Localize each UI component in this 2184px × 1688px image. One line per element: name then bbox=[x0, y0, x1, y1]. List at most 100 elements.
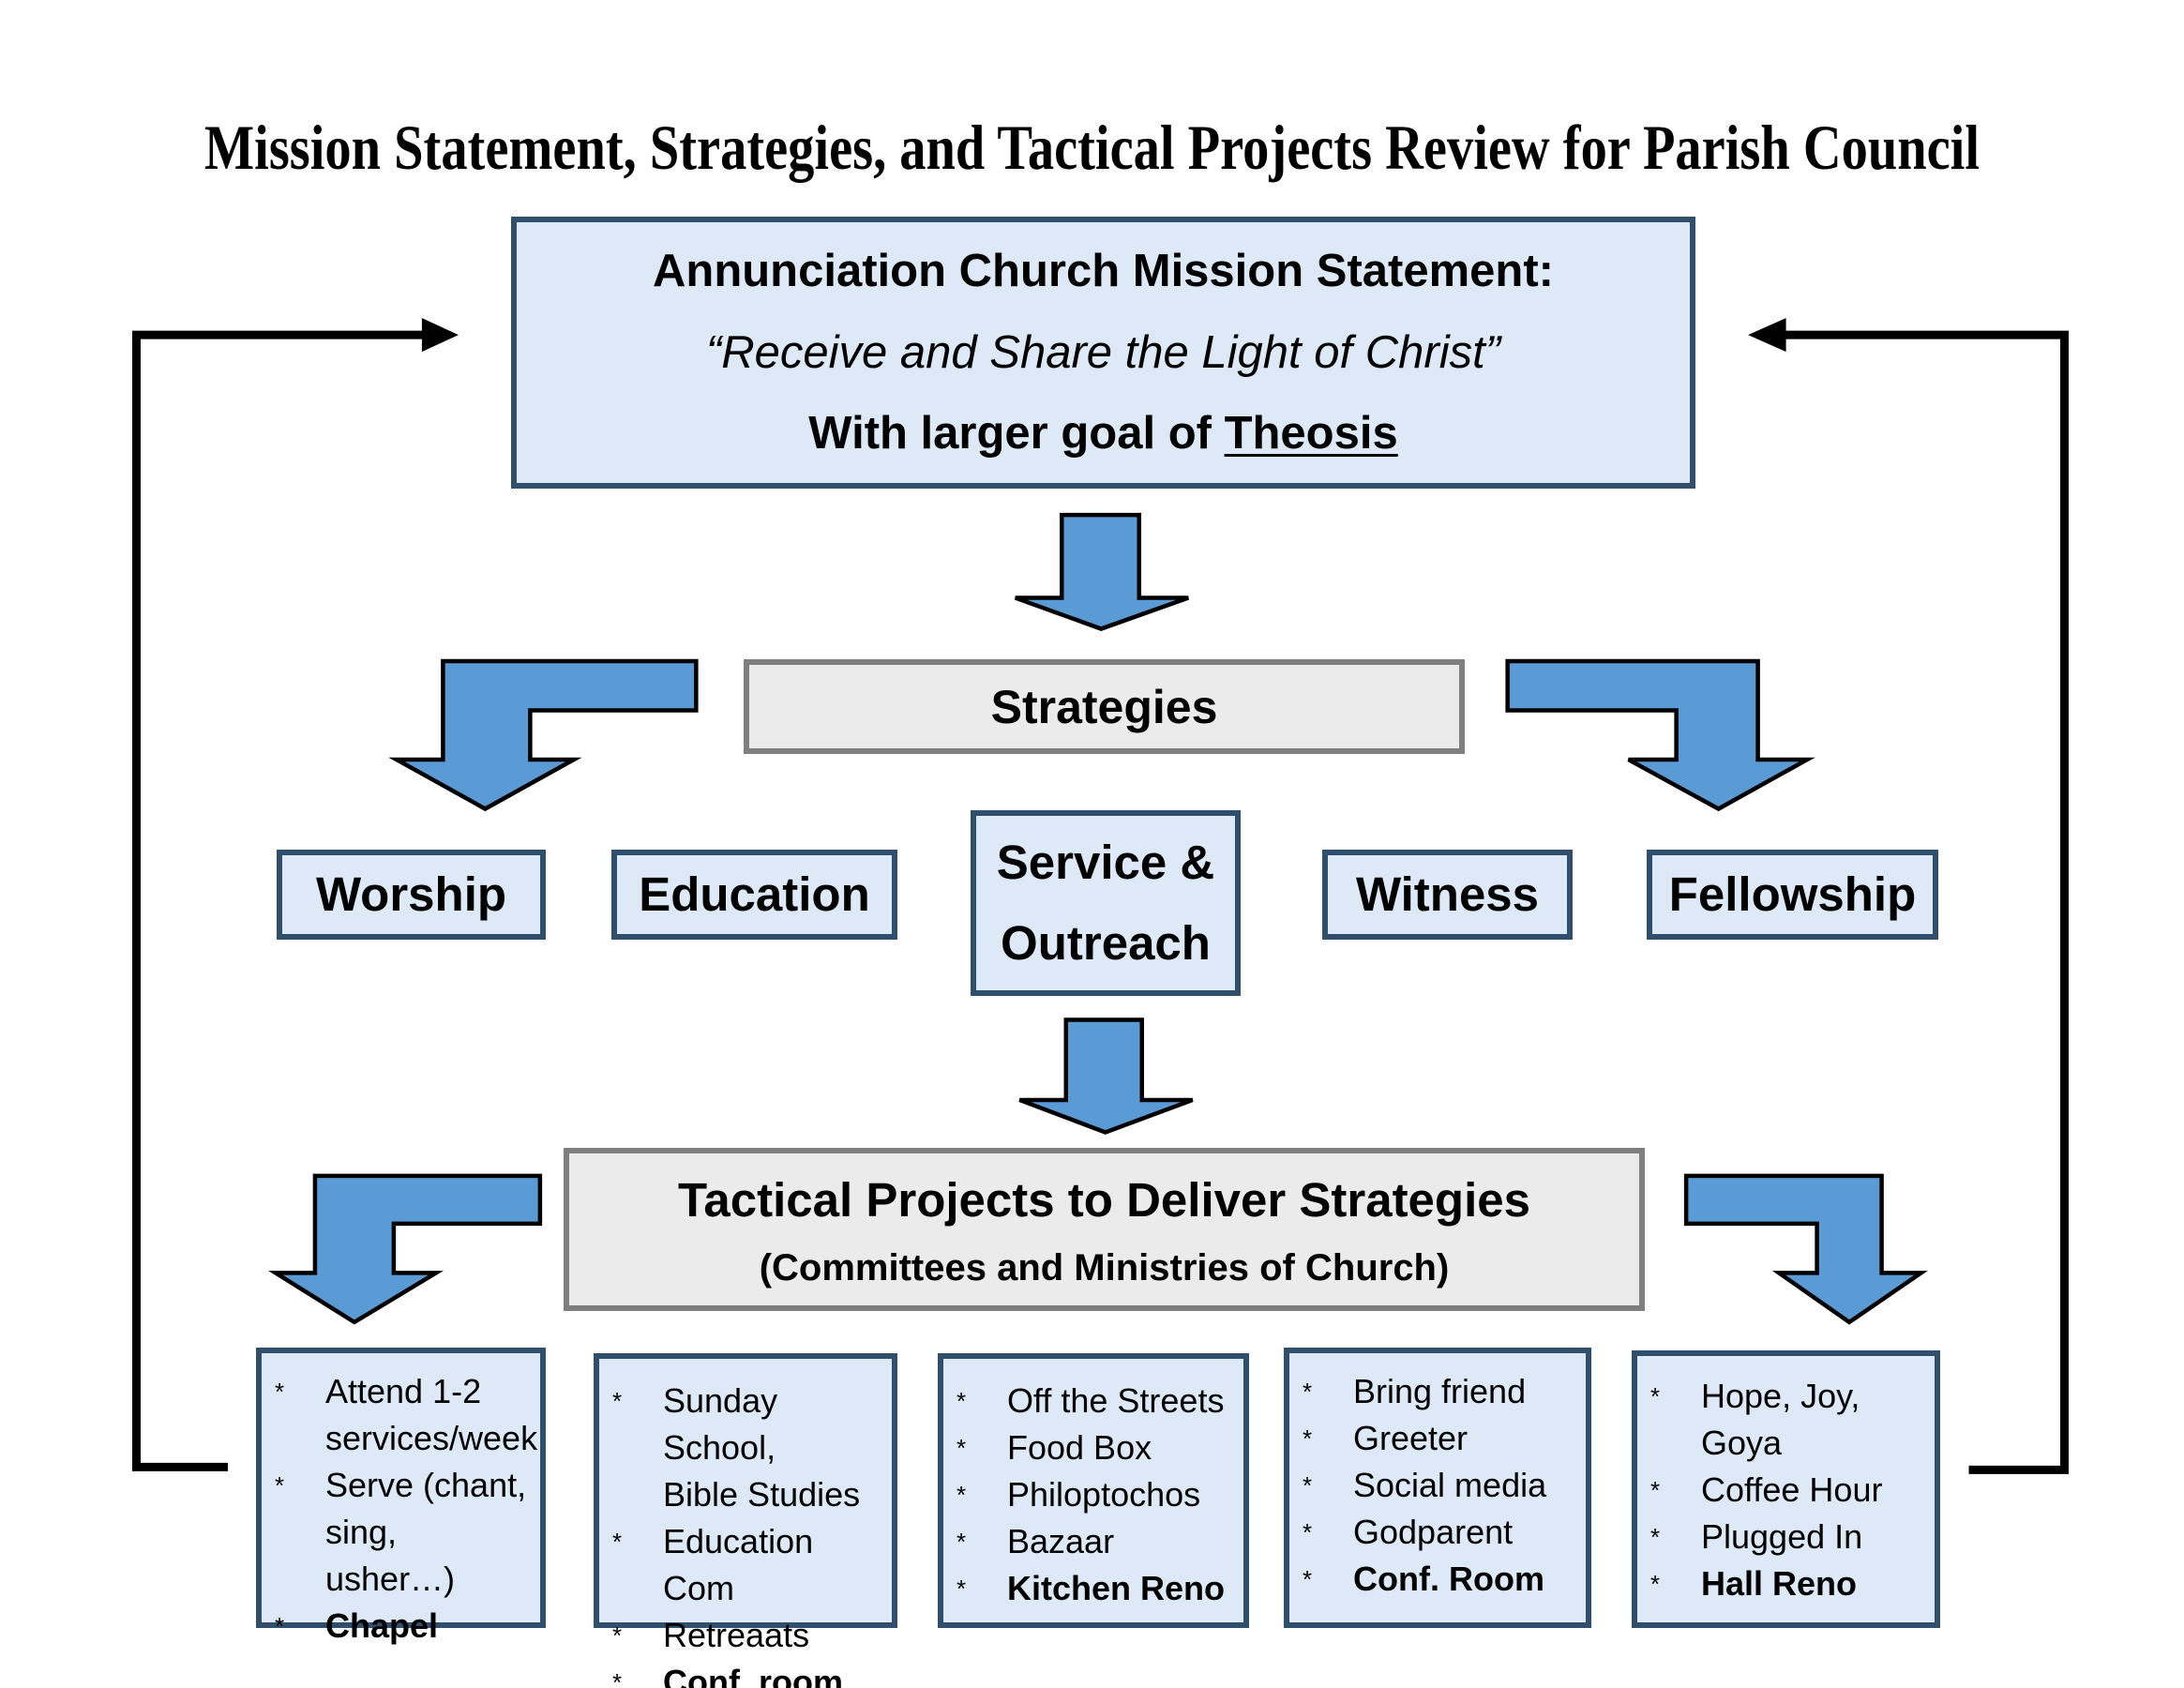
feedback-line-right bbox=[1783, 330, 2070, 1474]
mission-quote: “Receive and Share the Light of Christ” bbox=[705, 327, 1501, 378]
project-item-text: Food Box bbox=[1007, 1428, 1152, 1467]
strategy-service-outreach: Service & Outreach bbox=[971, 810, 1241, 996]
bullet-icon: * bbox=[275, 1378, 285, 1406]
project-item-text: Retreaats bbox=[663, 1616, 810, 1654]
tactical-title: Tactical Projects to Deliver Strategies bbox=[678, 1173, 1530, 1227]
project-item-text: Serve (chant,sing, usher…) bbox=[325, 1466, 527, 1598]
project-item: *Conf. room bbox=[612, 1659, 886, 1688]
bullet-icon: * bbox=[1650, 1523, 1661, 1551]
mission-goal: With larger goal of Theosis bbox=[517, 407, 1690, 460]
bent-arrow-right-strategies bbox=[1505, 658, 1815, 812]
bullet-icon: * bbox=[1650, 1382, 1661, 1410]
project-item: * Godparent bbox=[1303, 1509, 1580, 1556]
strategy-label: Worship bbox=[315, 867, 507, 921]
bullet-icon: * bbox=[956, 1434, 967, 1462]
tactical-subtitle: (Committees and Ministries of Church) bbox=[759, 1247, 1450, 1289]
feedback-arrowhead-right bbox=[1748, 318, 1786, 353]
strategy-fellowship: Fellowship bbox=[1647, 850, 1938, 940]
project-item-text: Hope, Joy,Goya bbox=[1701, 1377, 1860, 1462]
mission-goal-prefix: With larger goal of bbox=[808, 408, 1225, 459]
bullet-icon: * bbox=[956, 1481, 967, 1509]
project-item: * Off the Streets bbox=[956, 1378, 1238, 1424]
project-item-text: Philoptochos bbox=[1007, 1475, 1201, 1514]
project-item: * Food Box bbox=[956, 1424, 1238, 1471]
feedback-line-left bbox=[131, 330, 425, 1471]
project-item: * Chapel bbox=[275, 1603, 535, 1650]
project-item-text: Chapel bbox=[325, 1606, 439, 1645]
project-item: * Hall Reno bbox=[1650, 1560, 1929, 1607]
tactical-projects-box: Tactical Projects to Deliver Strategies … bbox=[564, 1148, 1645, 1311]
project-item: * Hope, Joy,Goya bbox=[1650, 1373, 1929, 1467]
project-item-text: Godparent bbox=[1353, 1513, 1514, 1551]
mission-heading: Annunciation Church Mission Statement: bbox=[653, 246, 1554, 296]
project-item-text: Off the Streets bbox=[1007, 1381, 1225, 1420]
bullet-icon: * bbox=[1303, 1471, 1313, 1500]
bullet-icon: * bbox=[1650, 1476, 1661, 1504]
strategy-worship: Worship bbox=[277, 850, 546, 940]
down-arrow-mission-to-strategies bbox=[1015, 512, 1189, 631]
bullet-icon: * bbox=[612, 1387, 623, 1415]
bent-arrow-left-tactical bbox=[268, 1173, 543, 1325]
bullet-icon: * bbox=[956, 1528, 967, 1556]
project-item-text: Sunday School,Bible Studies bbox=[663, 1381, 861, 1514]
strategies-label: Strategies bbox=[990, 680, 1218, 733]
strategy-label: Education bbox=[639, 867, 870, 921]
feedback-arrowhead-left bbox=[421, 318, 459, 353]
bent-arrow-right-tactical bbox=[1683, 1173, 1928, 1325]
bullet-icon: * bbox=[612, 1528, 623, 1556]
project-item-text: Hall Reno bbox=[1701, 1564, 1858, 1603]
project-item: * Conf. Room bbox=[1303, 1556, 1580, 1603]
strategy-label: Fellowship bbox=[1668, 867, 1917, 921]
project-item-text: Greeter bbox=[1353, 1419, 1469, 1457]
bullet-icon: * bbox=[1303, 1565, 1313, 1593]
bent-arrow-left-strategies bbox=[388, 658, 699, 812]
project-item: * Bring friend bbox=[1303, 1368, 1580, 1415]
projects-service-outreach: * Off the Streets * Food Box * Philoptochos * B… bbox=[938, 1353, 1249, 1628]
project-item-text: Education Com bbox=[663, 1522, 814, 1607]
project-item: * Social media bbox=[1303, 1462, 1580, 1509]
mission-statement-box: Annunciation Church Mission Statement: “… bbox=[511, 217, 1695, 489]
strategy-education: Education bbox=[611, 850, 897, 940]
projects-education: * Sunday School,Bible Studies * Education C… bbox=[594, 1353, 897, 1688]
project-item: * Sunday School,Bible Studies bbox=[612, 1378, 886, 1518]
strategy-label: Service & Outreach bbox=[996, 836, 1215, 970]
bullet-icon: * bbox=[956, 1387, 967, 1415]
bullet-icon: * bbox=[612, 1621, 623, 1650]
project-item-text: Bazaar bbox=[1007, 1522, 1115, 1560]
project-item: * Plugged In bbox=[1650, 1514, 1929, 1560]
project-item: * Philoptochos bbox=[956, 1471, 1238, 1518]
page-title-text: Mission Statement, Strategies, and Tacti… bbox=[203, 112, 1981, 183]
project-item: * Education Com bbox=[612, 1518, 886, 1612]
bullet-icon: * bbox=[1303, 1424, 1313, 1453]
projects-fellowship: * Hope, Joy,Goya * Coffee Hour * Plugged In * H… bbox=[1632, 1350, 1940, 1628]
project-item: * Coffee Hour bbox=[1650, 1467, 1929, 1514]
bullet-icon: * bbox=[612, 1668, 623, 1688]
project-item-text: Kitchen Reno bbox=[1007, 1569, 1226, 1607]
bullet-icon: * bbox=[1303, 1518, 1313, 1546]
strategies-header-box: Strategies bbox=[744, 659, 1465, 754]
bullet-icon: * bbox=[956, 1575, 967, 1603]
bullet-icon: * bbox=[1303, 1378, 1313, 1406]
bullet-icon: * bbox=[275, 1612, 285, 1640]
projects-witness: * Bring friend * Greeter * Social media * Godpa… bbox=[1284, 1348, 1591, 1628]
page-title: Mission Statement, Strategies, and Tacti… bbox=[0, 111, 2184, 185]
bullet-icon: * bbox=[1650, 1570, 1661, 1598]
project-item-text: Social media bbox=[1353, 1466, 1547, 1504]
strategy-witness: Witness bbox=[1322, 850, 1573, 940]
project-item-text: Conf. Room bbox=[1353, 1560, 1544, 1598]
mission-goal-word: Theosis bbox=[1224, 408, 1398, 459]
project-item-text: Bring friend bbox=[1353, 1372, 1527, 1410]
project-item: * Kitchen Reno bbox=[956, 1565, 1238, 1612]
bullet-icon: * bbox=[275, 1471, 285, 1500]
project-item-text: Coffee Hour bbox=[1701, 1470, 1883, 1509]
project-item: * Bazaar bbox=[956, 1518, 1238, 1565]
project-item: * Retreaats bbox=[612, 1612, 886, 1659]
project-item: * Greeter bbox=[1303, 1415, 1580, 1462]
project-item-text: Plugged In bbox=[1701, 1517, 1863, 1556]
strategy-label: Witness bbox=[1355, 867, 1540, 921]
